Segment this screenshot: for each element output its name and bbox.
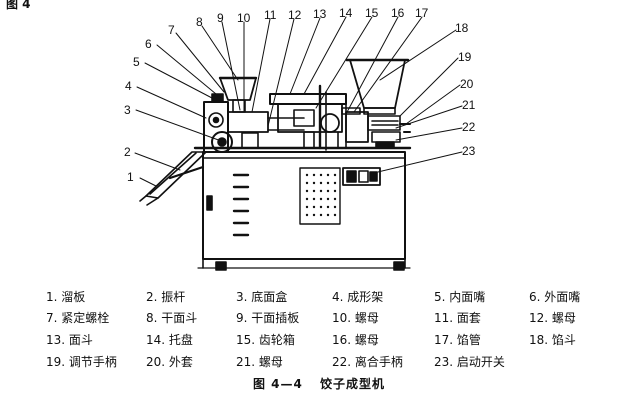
- leader-lines: [134, 16, 463, 187]
- callout-5: 5: [133, 55, 140, 69]
- legend-item: 14. 托盘: [146, 333, 193, 347]
- callout-13: 13: [313, 7, 327, 21]
- callout-14: 14: [339, 6, 353, 20]
- callout-3: 3: [124, 103, 131, 117]
- callout-22: 22: [462, 120, 476, 134]
- figure-title: 饺子成型机: [320, 377, 386, 391]
- legend-item: 18. 馅斗: [529, 333, 576, 347]
- callout-1: 1: [127, 170, 134, 184]
- start-switch: [342, 167, 381, 186]
- callout-7: 7: [168, 23, 175, 37]
- callout-11: 11: [264, 8, 277, 22]
- flour-hopper: [218, 76, 258, 113]
- callout-9: 9: [217, 11, 224, 25]
- legend-item: 13. 面斗: [46, 333, 93, 347]
- callout-23: 23: [462, 144, 476, 158]
- legend-item: 15. 齿轮箱: [236, 333, 295, 347]
- legend-item: 17. 馅管: [434, 333, 481, 347]
- legend-row: 7. 紧定螺栓 8. 干面斗 9. 干面插板 10. 螺母 11. 面套 12.…: [46, 309, 636, 327]
- legend-item: 6. 外面嘴: [529, 290, 581, 304]
- callout-6: 6: [145, 37, 152, 51]
- callout-10: 10: [237, 11, 251, 25]
- callout-17: 17: [415, 6, 429, 20]
- legend-item: 4. 成形架: [332, 290, 384, 304]
- legend-item: 16. 螺母: [332, 333, 379, 347]
- callout-8: 8: [196, 15, 203, 29]
- legend-item: 1. 溜板: [46, 290, 86, 304]
- filling-mechanism: [345, 111, 411, 149]
- cabinet: [193, 146, 412, 271]
- legend-item: 22. 离合手柄: [332, 355, 403, 369]
- legend-item: 3. 底面盒: [236, 290, 288, 304]
- callout-18: 18: [455, 21, 469, 35]
- legend-item: 23. 启动开关: [434, 355, 505, 369]
- vent-slots: [232, 173, 250, 237]
- legend-item: 9. 干面插板: [236, 311, 300, 325]
- legend-item: 20. 外套: [146, 355, 193, 369]
- legend-item: 8. 干面斗: [146, 311, 198, 325]
- grille-panel: [299, 167, 341, 225]
- legend-item: 7. 紧定螺栓: [46, 311, 110, 325]
- legend-row: 1. 溜板 2. 振杆 3. 底面盒 4. 成形架 5. 内面嘴 6. 外面嘴: [46, 288, 636, 306]
- filling-hopper: [341, 58, 410, 115]
- legend-item: 12. 螺母: [529, 311, 576, 325]
- legend-item: 2. 振杆: [146, 290, 186, 304]
- forming-assembly: [203, 93, 305, 153]
- callout-4: 4: [125, 79, 132, 93]
- legend-item: 10. 螺母: [332, 311, 379, 325]
- header-fragment: 图 4: [6, 0, 31, 11]
- chute: [139, 151, 207, 206]
- legend-item: 5. 内面嘴: [434, 290, 486, 304]
- figure-caption: 图 4—4 饺子成型机: [0, 375, 638, 392]
- callout-16: 16: [391, 6, 405, 20]
- legend-item: 11. 面套: [434, 311, 481, 325]
- callout-2: 2: [124, 145, 131, 159]
- legend-row: 13. 面斗 14. 托盘 15. 齿轮箱 16. 螺母 17. 馅管 18. …: [46, 331, 636, 349]
- legend-row: 19. 调节手柄 20. 外套 21. 螺母 22. 离合手柄 23. 启动开关: [46, 353, 636, 371]
- callout-20: 20: [460, 77, 474, 91]
- figure-number: 图 4—4: [252, 377, 303, 391]
- legend-item: 21. 螺母: [236, 355, 283, 369]
- legend-item: 19. 调节手柄: [46, 355, 117, 369]
- callout-21: 21: [462, 98, 476, 112]
- machine-drawing: [134, 16, 463, 271]
- callout-15: 15: [365, 6, 379, 20]
- callout-12: 12: [288, 8, 302, 22]
- callout-19: 19: [458, 50, 472, 64]
